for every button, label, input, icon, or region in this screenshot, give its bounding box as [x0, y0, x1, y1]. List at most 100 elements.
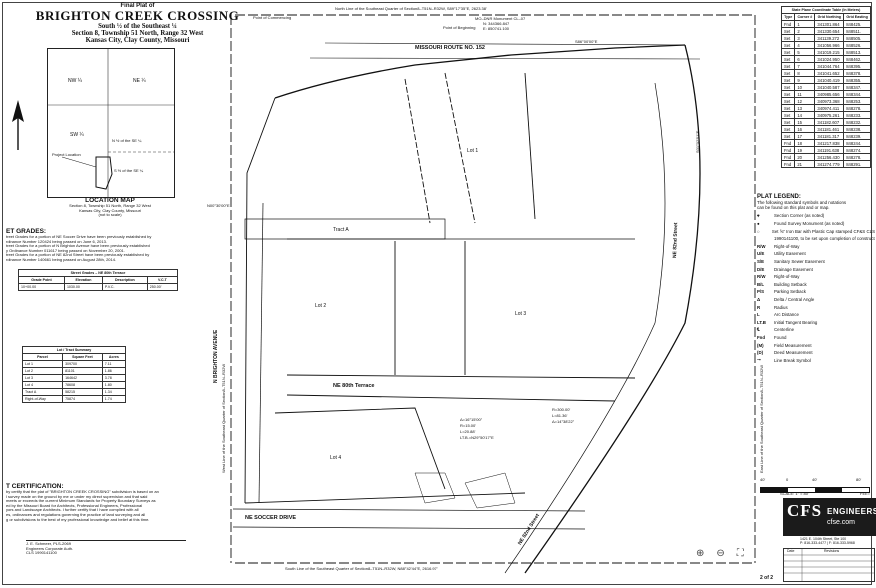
signature-line: J. E. Schmeer, PLS-2069 — [26, 541, 71, 546]
map-caption-title: LOCATION MAP — [85, 197, 135, 204]
table-cell: 341044.764 — [814, 62, 845, 70]
signature-line: Engineers Corporate Auth. — [26, 545, 74, 551]
legend-symbol: R/W — [757, 243, 766, 249]
table-cell: 3 — [794, 34, 816, 42]
legend-description: Initial Tangent Bearing — [774, 319, 818, 325]
table-cell: 340974.411 — [814, 104, 845, 112]
table-cell: 1030.00 — [63, 282, 103, 291]
grade-note-line: rdinance Number 120424 being passed on J… — [6, 238, 107, 244]
table-cell: 3.78 — [101, 374, 127, 382]
map-label-sse: S ½ of the SE ¼ — [114, 168, 144, 173]
street-grades-table: Street Grades – NE 80th Terrace Grade Po… — [18, 268, 179, 291]
legend-description: Right-of-Way — [774, 274, 800, 280]
legend-symbol: LT.B — [757, 319, 766, 325]
table-cell: Set — [780, 118, 796, 126]
subdivision-name: BRIGHTON CREEK CROSSING — [35, 8, 240, 24]
table-cell: 848278. — [843, 104, 871, 112]
table-cell: 81101 — [62, 367, 103, 375]
beginning-label: Point of Beginning — [443, 25, 476, 30]
table-cell: 1.80 — [101, 381, 127, 389]
map-caption-line: (not to scale) — [98, 212, 122, 218]
table-cell: 848244. — [843, 139, 871, 147]
table-cell: Lot 1 — [21, 360, 64, 368]
curve-data: Δ=14°38'22" — [552, 419, 575, 424]
column-header: Acres — [101, 353, 127, 361]
legend-description: Building Setback — [774, 281, 807, 287]
terrace-label: NE 80th Terrace — [333, 383, 375, 389]
legend-description: Line Break Symbol — [774, 357, 811, 363]
table-cell: 16 — [794, 125, 816, 133]
table-cell: 8 — [794, 69, 816, 77]
table-cell: Set — [780, 132, 796, 140]
bearing-label: S01°02'51"E — [695, 130, 700, 153]
fit-screen-icon[interactable]: ⛶ — [736, 548, 744, 559]
firm-phone-line: P: 816-333-4477 | F: 816-333-5968 — [800, 541, 855, 546]
table-cell: 848425. — [843, 20, 871, 28]
table-cell: Tract A — [21, 388, 64, 396]
monument-easting: E: 850741.100 — [483, 26, 510, 31]
table-cell: 341330.654 — [814, 27, 845, 35]
legend-symbol: ● — [757, 221, 760, 227]
lot-3-label: Lot 3 — [515, 311, 527, 317]
table-cell: Fnd — [780, 153, 796, 161]
grade-note-line: treet Grades for a portion of NE Soccer … — [6, 234, 152, 239]
table-cell: 5 — [794, 48, 816, 56]
table-cell: Lot 4 — [21, 381, 64, 389]
firm-name: ENGINEERS — [827, 507, 876, 516]
east-line-label: East Line of the Southeast Quarter of Se… — [759, 364, 764, 473]
certification-line: l survey made on the ground by me or und… — [6, 493, 148, 499]
table-cell: Lot 2 — [21, 367, 64, 375]
table-cell: 9 — [794, 76, 816, 84]
plat-title: Final Plat of BRIGHTON CREEK CROSSING So… — [30, 3, 245, 44]
legend-symbol: (M) — [757, 342, 764, 348]
date-header: Date — [787, 549, 795, 553]
table-cell: 1.74 — [101, 395, 127, 403]
table-cell: Set — [780, 34, 796, 42]
table-cell: 340985.656 — [814, 90, 845, 98]
legend-item: ⌖Section Corner (as noted) — [757, 212, 875, 220]
table-cell: 848278. — [843, 153, 871, 161]
table-cell: Set — [780, 97, 796, 105]
legend-description: Section Corner (as noted) — [774, 213, 825, 219]
table-cell: 341056.966 — [814, 41, 845, 49]
table-title: State Plane Coordinate Table (In Meters) — [781, 6, 871, 14]
grade-note-line: rdinance Number 140661 being passed on A… — [6, 256, 117, 262]
zoom-in-icon[interactable]: ⊕ — [696, 548, 705, 559]
table-cell: 848511. — [843, 27, 871, 35]
table-cell: 18 — [794, 139, 816, 147]
legend-description: Found Survey Monument (as noted) — [774, 221, 845, 227]
table-cell: 1.34 — [101, 388, 127, 396]
lot-1-label: Lot 1 — [467, 148, 479, 154]
firm-address-line: 1421 E. 104th Street, Ste 100 — [800, 537, 847, 541]
curve-data: R=15.00' — [460, 423, 476, 428]
table-cell: 58215 — [62, 388, 103, 396]
table-cell: 1 — [794, 20, 816, 28]
table-cell: 10 — [794, 83, 816, 91]
table-cell: Fnd — [780, 160, 796, 168]
zoom-out-icon[interactable]: ⊖ — [716, 548, 725, 559]
south-line-label: South Line of the Southeast Quarter of S… — [285, 566, 438, 571]
plat-drawing: MISSOURI ROUTE NO. 152 North Line of the… — [207, 3, 770, 583]
certification-line: by certify that the plat of "BRIGHTON CR… — [6, 489, 159, 494]
table-title: Street Grades – NE 80th Terrace — [18, 268, 178, 277]
certification-line: meets or exceeds the current Minimum Sta… — [6, 498, 156, 504]
table-cell: 848253. — [843, 97, 871, 105]
legend-symbol: S/E — [757, 258, 765, 264]
curve-data: L=20.88' — [460, 429, 476, 434]
viewer-controls: ⊕ ⊖ ⛶ — [696, 548, 744, 559]
table-cell: 341139.272 — [814, 34, 845, 42]
legend-item: ⊸Line Break Symbol — [757, 356, 875, 364]
location-map: NW ¼ NE ¼ SW ¼ N ½ of the SE ¼ S ½ of th… — [47, 48, 175, 198]
